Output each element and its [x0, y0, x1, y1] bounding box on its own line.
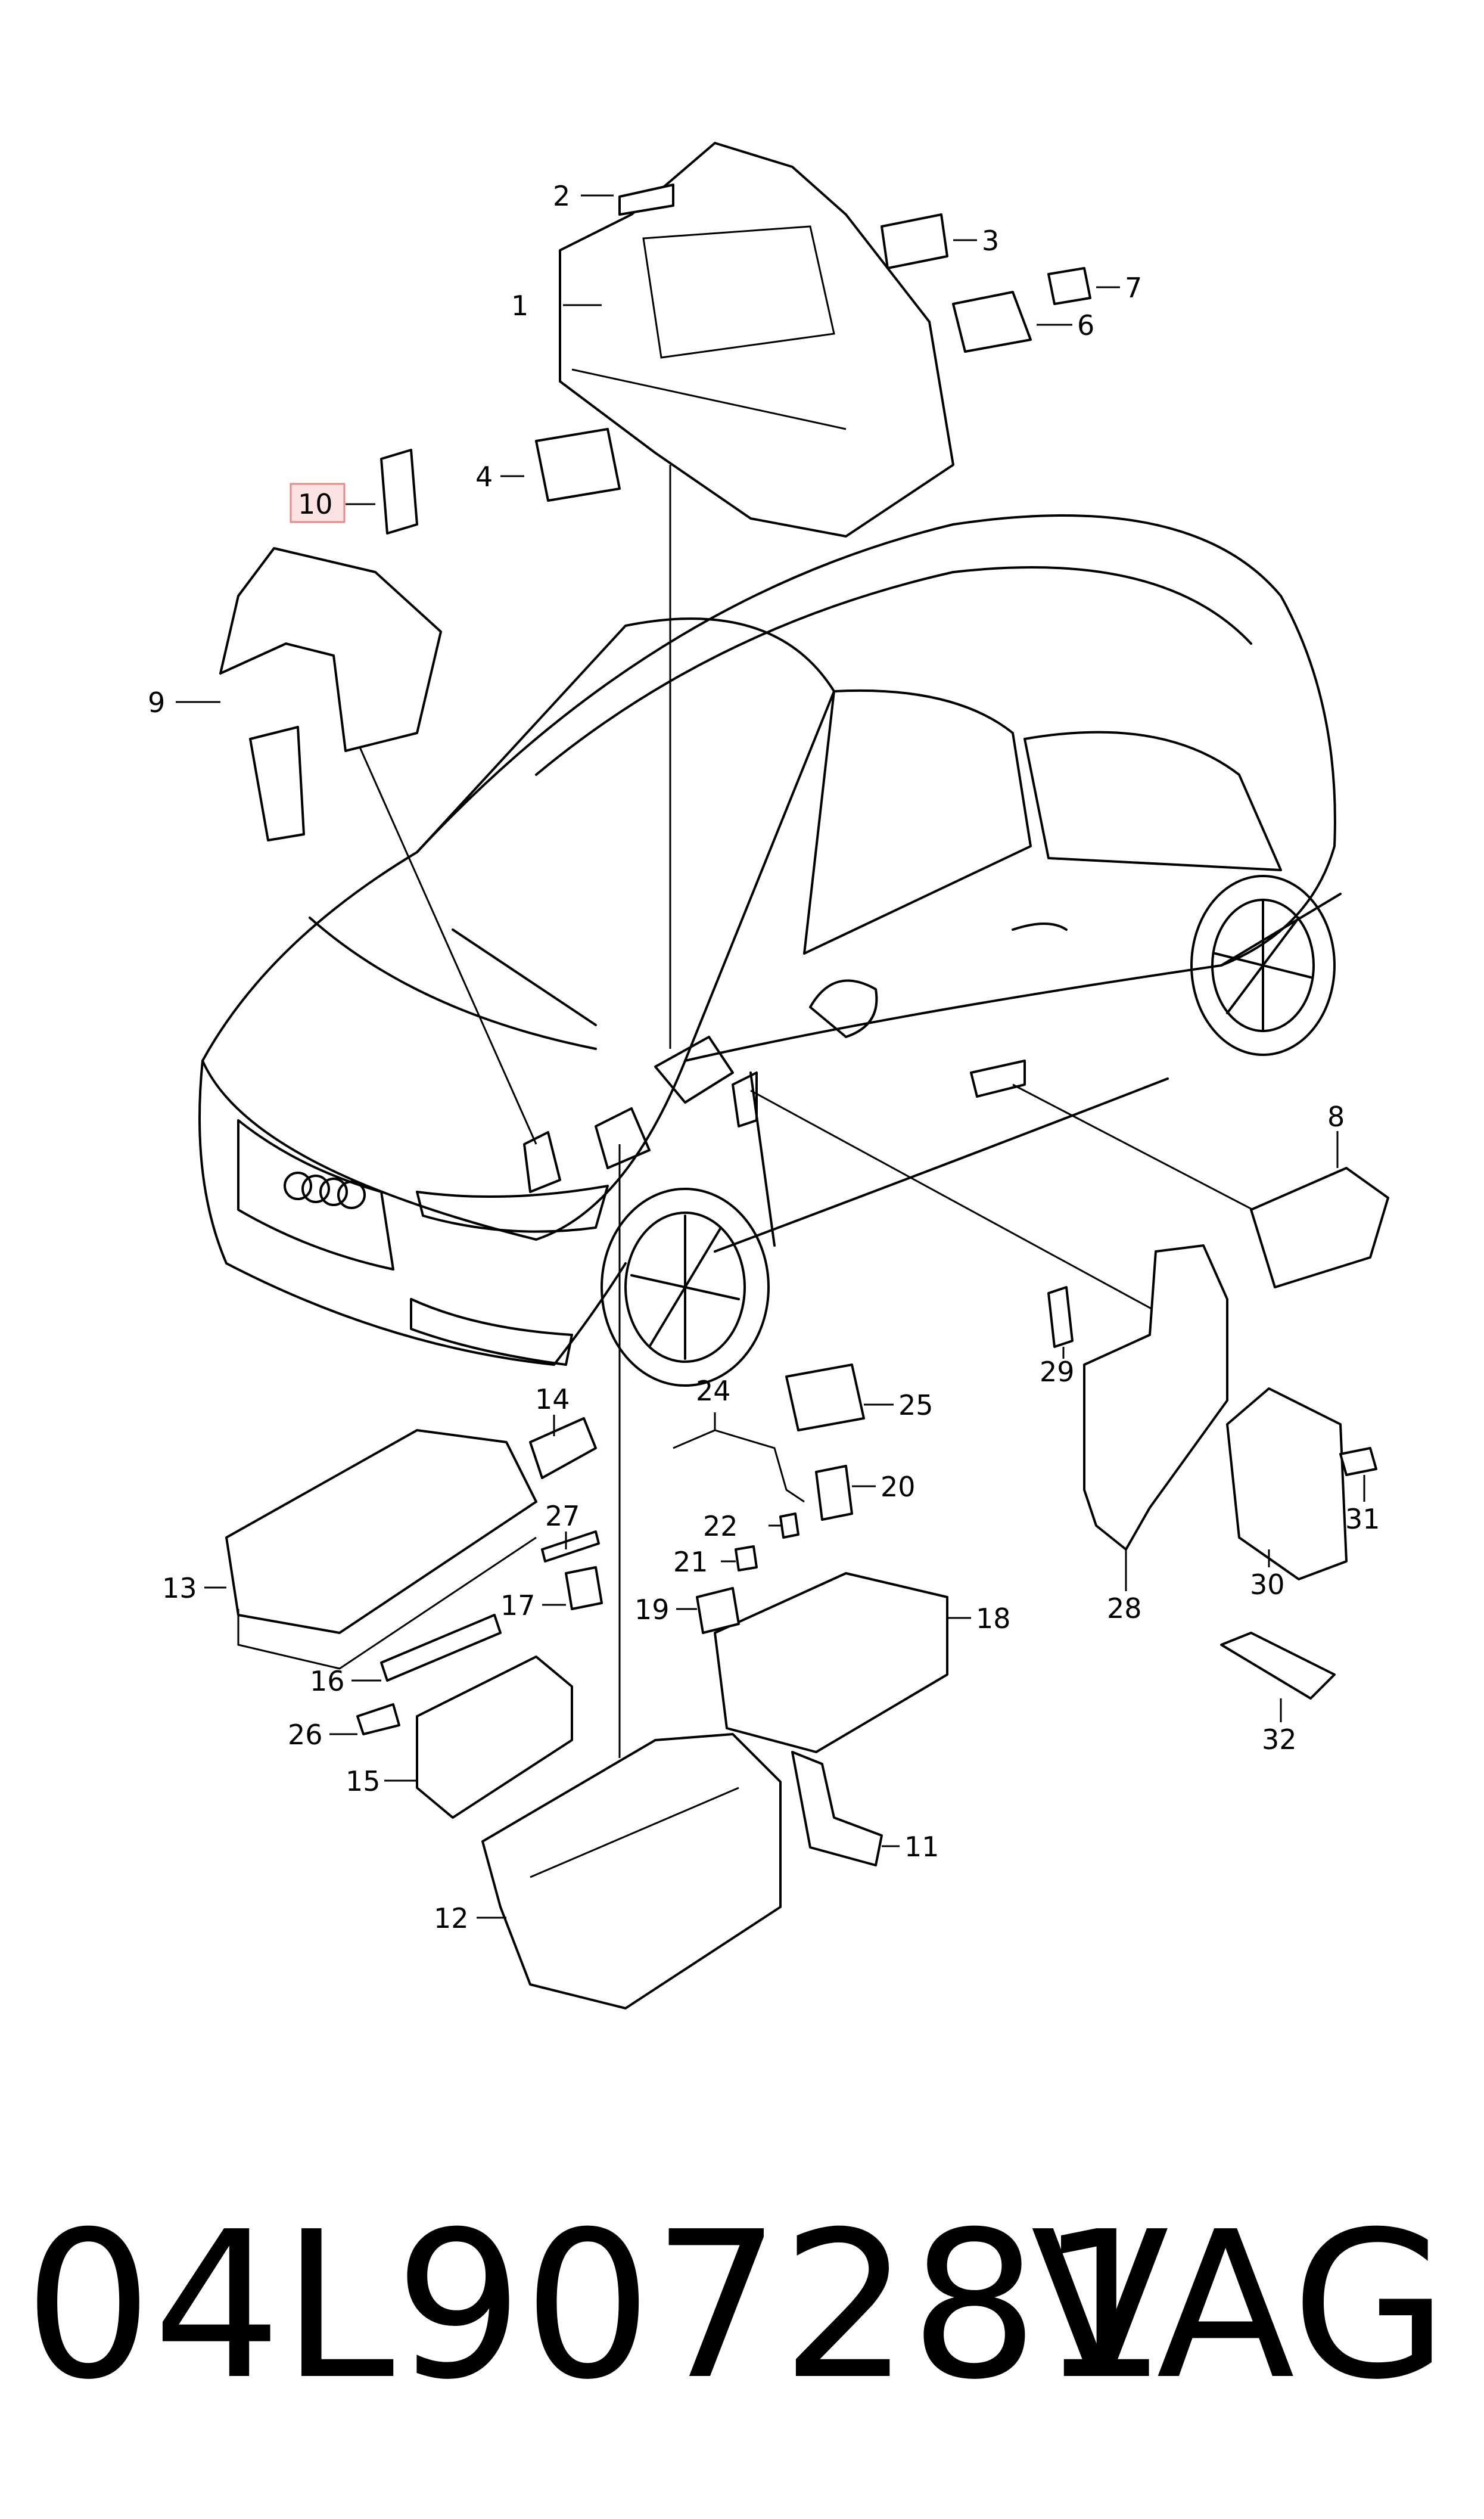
- callout-leaders: [176, 194, 1365, 1919]
- callout-25: 25: [898, 1389, 934, 1421]
- car-outline: [198, 514, 1342, 1387]
- part-9-bracket: [219, 547, 442, 841]
- callout-10: 10: [298, 488, 333, 520]
- part-24-bracket: [673, 1429, 805, 1503]
- part-30-control-unit: [1226, 1387, 1348, 1580]
- callout-20: 20: [881, 1471, 916, 1503]
- part-3-relay: [881, 213, 948, 269]
- callout-15: 15: [346, 1765, 381, 1797]
- callout-9: 9: [148, 687, 165, 719]
- callout-21: 21: [673, 1546, 708, 1578]
- part-7-fuse: [1047, 267, 1091, 305]
- callout-30: 30: [1250, 1568, 1285, 1601]
- callout-32: 32: [1262, 1723, 1297, 1756]
- callout-28: 28: [1107, 1592, 1142, 1625]
- callout-26: 26: [288, 1719, 323, 1751]
- callout-24: 24: [696, 1375, 731, 1407]
- part-32-connector: [1220, 1632, 1336, 1700]
- brand-label: VAG: [1031, 2188, 1448, 2424]
- callout-22: 22: [703, 1510, 738, 1542]
- callout-10-highlight: [290, 483, 346, 523]
- callout-31: 31: [1345, 1503, 1380, 1535]
- part-number-label: 04L907281: [24, 2188, 1168, 2424]
- callout-4: 4: [475, 461, 493, 493]
- part-2-screw: [618, 184, 674, 216]
- part-12-box-housing: [481, 1733, 782, 2009]
- callout-27: 27: [545, 1500, 580, 1532]
- part-17-relay: [565, 1566, 603, 1610]
- part-14-clip: [529, 1417, 597, 1479]
- callout-19: 19: [634, 1594, 670, 1626]
- callout-29: 29: [1040, 1356, 1075, 1388]
- callout-17: 17: [500, 1589, 536, 1622]
- callout-12: 12: [434, 1902, 469, 1934]
- part-18-relay-box: [714, 1572, 948, 1753]
- callout-1: 1: [511, 290, 528, 322]
- part-20-fuse: [815, 1465, 853, 1521]
- part-22-fuse: [779, 1512, 799, 1539]
- part-15-fuse-block: [416, 1655, 573, 1819]
- part-27-strip: [541, 1530, 600, 1563]
- callout-labels: 1 2 3 4 6 7 8 9 10 11 12 13 14 15 16 17 …: [148, 180, 1380, 1934]
- callout-18: 18: [976, 1602, 1011, 1635]
- callout-7: 7: [1125, 272, 1142, 304]
- part-25-connector: [785, 1363, 865, 1431]
- part-10-relay: [380, 449, 418, 535]
- callout-6: 6: [1077, 309, 1094, 341]
- part-26-clip: [356, 1703, 400, 1735]
- callout-11: 11: [904, 1831, 939, 1863]
- part-4-relay-holder: [535, 428, 621, 502]
- part-21-fuse: [735, 1545, 758, 1571]
- part-1-relay-carrier: [559, 142, 954, 538]
- part-29-bolt: [1047, 1286, 1074, 1348]
- part-19-relay: [696, 1587, 740, 1634]
- leader-lines: [344, 465, 1299, 1758]
- part-6-fuse-holder: [952, 291, 1032, 353]
- part-8-bracket: [1250, 1167, 1389, 1288]
- callout-3: 3: [982, 225, 999, 257]
- callout-2: 2: [553, 180, 570, 212]
- part-31-fuse: [1339, 1447, 1377, 1476]
- part-11-bracket: [791, 1751, 883, 1866]
- callout-16: 16: [310, 1665, 345, 1697]
- part-16-fuse-strip: [380, 1614, 502, 1682]
- part-13-fuse-box-cover: [225, 1429, 537, 1670]
- callout-13: 13: [162, 1572, 197, 1604]
- callout-14: 14: [535, 1383, 570, 1415]
- part-28-bracket: [1083, 1244, 1228, 1551]
- callout-8: 8: [1327, 1101, 1345, 1133]
